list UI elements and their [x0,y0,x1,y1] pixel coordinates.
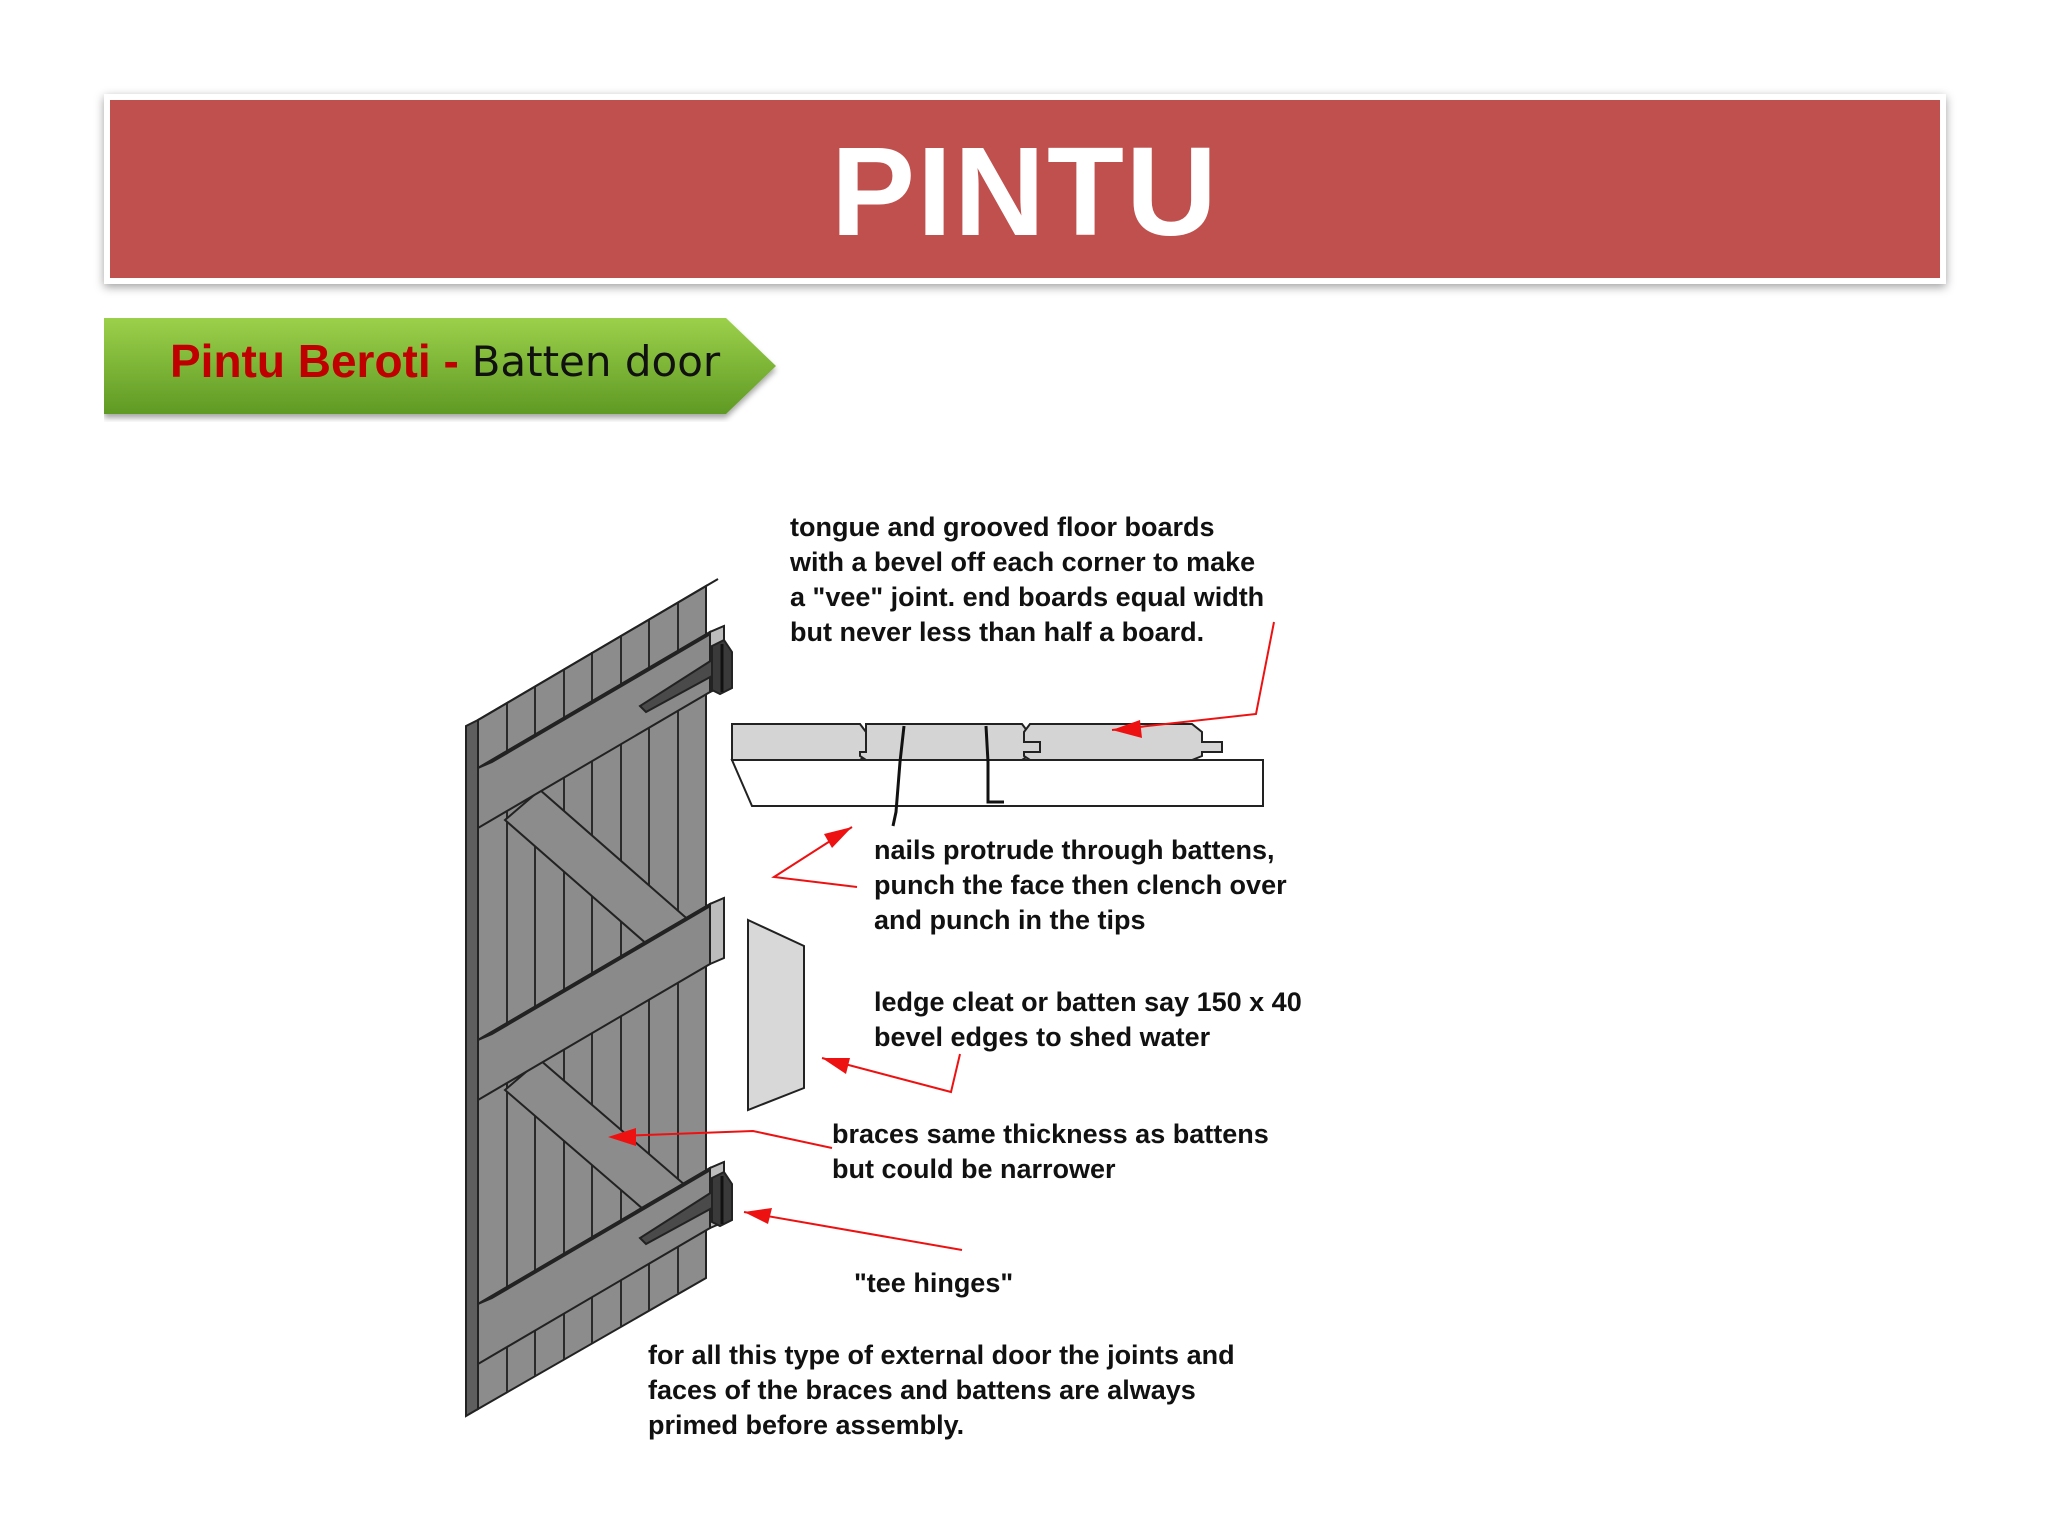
subtitle-separator: - [430,335,472,387]
title-banner: PINTU [104,94,1946,284]
ledge-section [747,918,805,1112]
arrowhead-ledge [822,1058,850,1074]
callout-lines [617,621,1275,1251]
door-top-edge [477,578,719,721]
boards-callout [1111,621,1275,731]
label-braces: braces same thickness as battens but cou… [832,1119,1276,1184]
arrowhead-boards [1112,720,1142,738]
subtitle-main: Pintu Beroti [170,335,431,387]
label-nails: nails protrude through battens, punch th… [874,835,1294,935]
hinges-callout [743,1211,963,1251]
floor-board-1 [731,723,877,761]
tee-hinge-top [638,638,733,714]
batten-section [730,759,1264,807]
callout-arrowheads [608,720,1142,1224]
arrowhead-braces [608,1128,636,1146]
floor-board-3 [1023,723,1223,761]
label-hinges: "tee hinges" [854,1268,1013,1298]
arrowhead-hinges [744,1208,772,1224]
page-title: PINTU [831,121,1219,262]
tee-hinge-bottom [638,1170,733,1246]
label-assembly-note: for all this type of external door the j… [648,1340,1242,1440]
subtitle-banner: Pintu Beroti - Batten door [104,318,776,420]
door-illustration [465,578,733,1418]
subtitle: Pintu Beroti - Batten door [170,318,720,404]
batten-middle [477,896,725,1102]
boards-section-detail [730,723,1264,827]
nail-lines [891,725,1004,827]
braces-callout [617,1129,833,1149]
subtitle-arrow-shape [104,318,776,414]
subtitle-note: Batten door [471,336,721,386]
label-ledge: ledge cleat or batten say 150 x 40 bevel… [874,987,1309,1052]
nails-callout [771,826,858,888]
floor-board-2 [859,723,1041,761]
door-edge [465,718,479,1418]
arrowhead-nails [824,827,852,848]
ledge-callout [821,1053,961,1094]
label-boards: tongue and grooved floor boards with a b… [789,512,1272,647]
